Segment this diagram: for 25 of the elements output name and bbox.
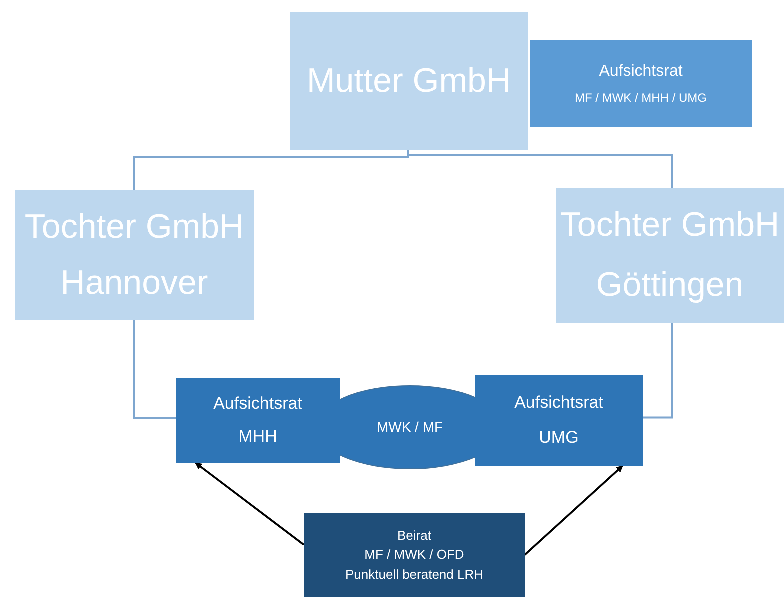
title-text: Aufsichtsrat bbox=[214, 394, 302, 414]
arrow bbox=[195, 462, 305, 546]
connector-line bbox=[643, 323, 674, 419]
member-text: UMG bbox=[539, 428, 579, 448]
connector-line bbox=[134, 320, 176, 419]
company-box bbox=[290, 12, 528, 150]
title-text: Tochter GmbH Göttingen bbox=[559, 205, 781, 306]
title-text: MWK / MF bbox=[376, 419, 444, 436]
title-text: Aufsichtsrat bbox=[599, 62, 683, 81]
company-box bbox=[15, 190, 254, 320]
member-text: MHH bbox=[238, 426, 278, 447]
title-text: Aufsichtsrat bbox=[514, 393, 604, 414]
connector-line bbox=[407, 150, 674, 188]
member-text: MF / MWK / MHH / UMG bbox=[575, 90, 707, 106]
member-text: Punktuell beratend LRH bbox=[345, 566, 484, 582]
title-text: Beirat bbox=[398, 528, 432, 544]
board-box bbox=[475, 375, 643, 466]
member-text: MF / MWK / OFD bbox=[364, 547, 464, 563]
company-box bbox=[556, 188, 784, 323]
title-text: Mutter GmbH bbox=[306, 60, 512, 102]
arrow bbox=[524, 465, 624, 556]
title-text: Tochter GmbH Hannover bbox=[24, 206, 246, 304]
advisory-board-box bbox=[304, 513, 525, 597]
board-box bbox=[176, 378, 340, 463]
board-box bbox=[530, 40, 752, 127]
